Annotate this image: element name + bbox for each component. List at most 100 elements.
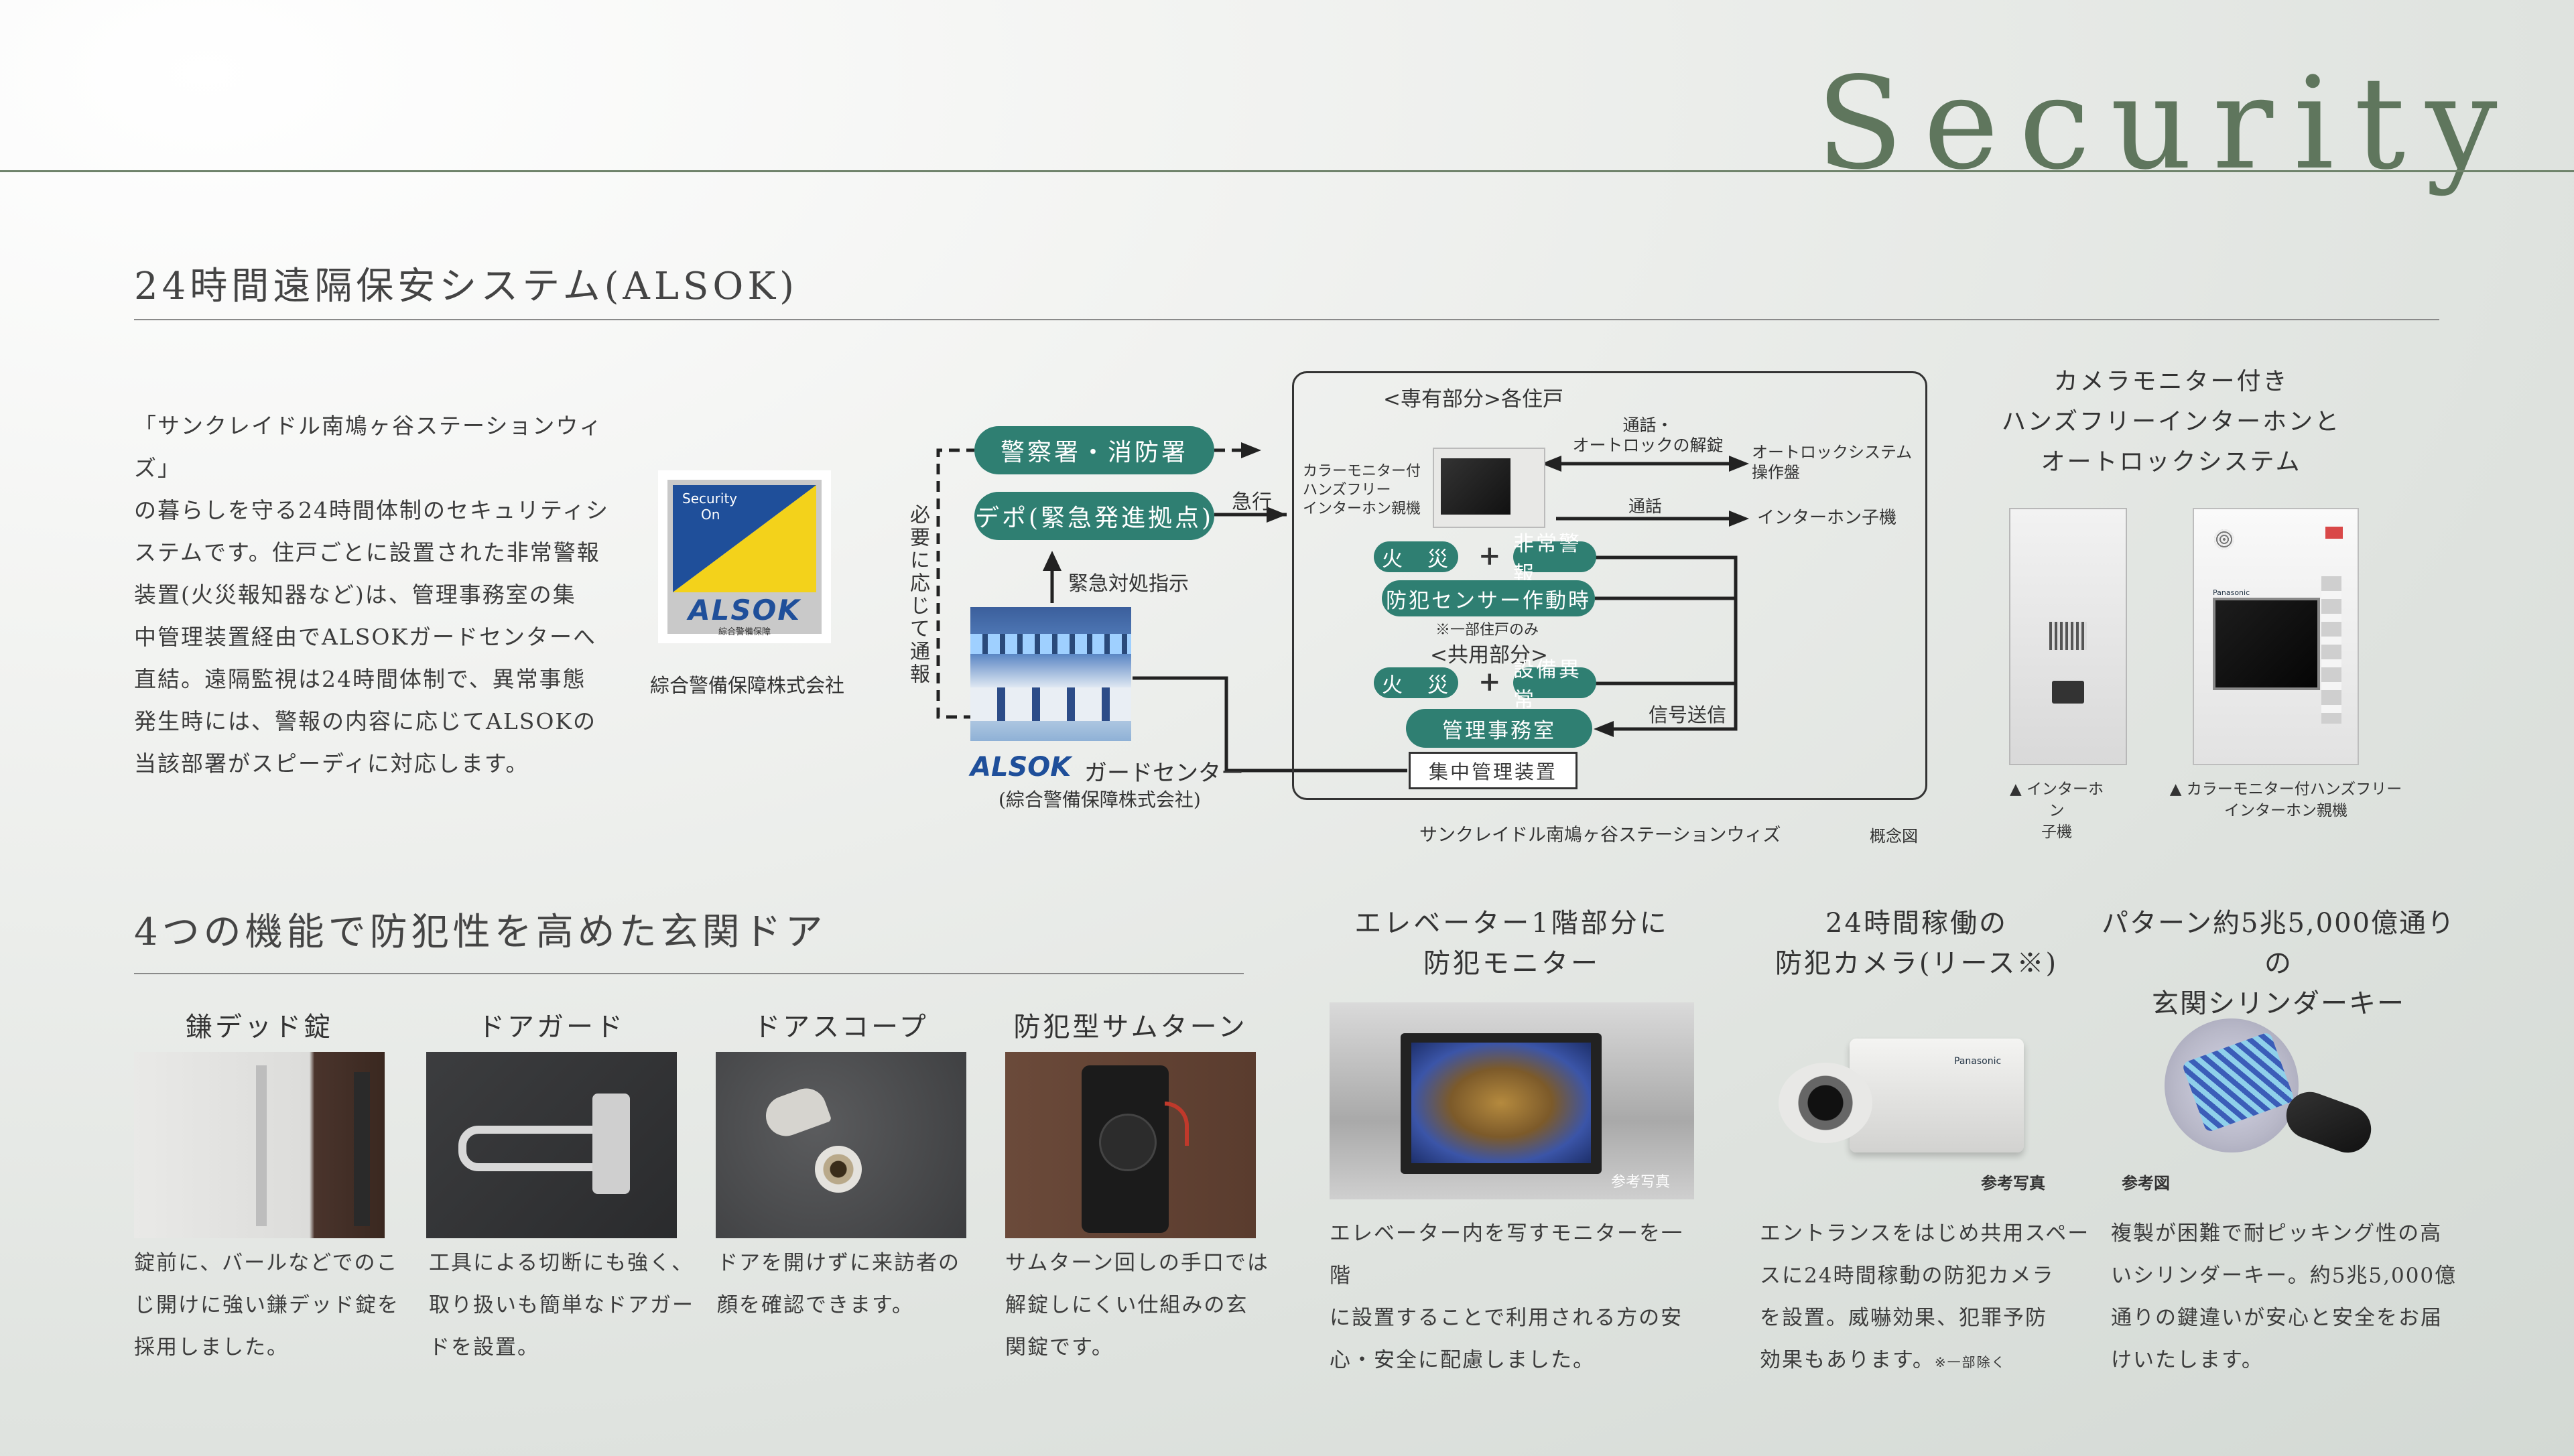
body-line: 直結。遠隔監視は24時間体制で、異常事態 — [134, 666, 586, 692]
camera-note: 参考写真 — [1981, 1173, 2045, 1193]
key-text: 複製が困難で耐ピッキング性の高 いシリンダーキー。約5兆5,000億 通りの鍵違… — [2111, 1213, 2473, 1382]
caption-line: 子機 — [2041, 823, 2072, 841]
fire-node-common: 火 災 — [1374, 667, 1458, 698]
camera-brand: Panasonic — [1954, 1056, 2002, 1067]
label-line: 操作盤 — [1752, 463, 1800, 482]
text-line: いシリンダーキー。約5兆5,000億 — [2111, 1264, 2457, 1288]
text-line: 通りの鍵違いが安心と安全をお届 — [2111, 1306, 2443, 1330]
section1-rule — [134, 319, 2439, 320]
concept-label: 概念図 — [1870, 827, 1918, 846]
monitor-device — [1433, 448, 1545, 528]
crime-sensor-node: 防犯センサー作動時 — [1382, 580, 1595, 616]
guard-center-sub: (綜合警備保障株式会社) — [999, 789, 1201, 811]
elevator-note: 参考写真 — [1611, 1174, 1671, 1191]
feature-text-thumbturn: サムターン回しの手口では 解錠しにくい仕組みの玄 関錠です。 — [1005, 1242, 1273, 1369]
feature-text-doorscope: ドアを開けずに来訪者の 顔を確認できます。 — [717, 1242, 985, 1327]
title-line: ハンズフリーインターホンと — [2001, 408, 2341, 436]
alsok-caption: 綜合警備保障株式会社 — [649, 674, 844, 697]
text-line: エレベーター内を写すモニターを一階 — [1330, 1221, 1683, 1288]
text-line: スに24時間稼動の防犯カメラ — [1760, 1264, 2055, 1288]
indicator-icon — [2325, 527, 2343, 539]
text-line: けいたします。 — [2111, 1348, 2264, 1372]
text-line: 取り扱いも簡単なドアガー — [429, 1293, 694, 1317]
title-line: オートロックシステム — [2041, 448, 2302, 476]
turn-knob — [1099, 1114, 1157, 1171]
fire-node: 火 災 — [1374, 541, 1458, 572]
guard-center-label: ガードセンター — [1084, 760, 1244, 787]
title-line: 24時間稼働の — [1825, 908, 2008, 939]
title-line: カメラモニター付き — [2053, 368, 2289, 395]
elevator-monitor-photo: 参考写真 — [1330, 1002, 1694, 1199]
camera-text: エントランスをはじめ共用スペー スに24時間稼動の防犯カメラ を設置。威嚇効果、… — [1760, 1213, 2108, 1384]
section1-title: 24時間遠隔保安システム(ALSOK) — [134, 265, 799, 308]
monitor-screen — [1441, 458, 1510, 515]
feature-text-deadbolt: 錠前に、バールなどでのこ じ開けに強い鎌デッド錠を 採用しました。 — [134, 1242, 402, 1369]
caption-line: ▲ カラーモニター付ハンズフリー — [2169, 781, 2402, 798]
feature-title-thumbturn: 防犯型サムターン — [1013, 1012, 1248, 1043]
label-line: 通話・ — [1622, 415, 1673, 435]
elevator-title: エレベーター1階部分に 防犯モニター — [1330, 903, 1694, 984]
camera-illustration: Panasonic — [1769, 1025, 2037, 1179]
text-line: 効果もあります。 — [1760, 1348, 1935, 1372]
body-line: 装置(火災報知器など)は、管理事務室の集 — [134, 582, 576, 608]
text-line: 顔を確認できます。 — [717, 1293, 914, 1317]
autolock-panel-label: オートロックシステム 操作盤 — [1752, 442, 1912, 482]
body-line: 中管理装置経由でALSOKガードセンターへ — [134, 624, 597, 650]
central-system-box: 集中管理装置 — [1409, 752, 1578, 789]
master-buttons — [2321, 576, 2341, 724]
strike-plate — [256, 1065, 267, 1226]
plus-sign: + — [1478, 666, 1501, 698]
doorscope-photo — [716, 1052, 966, 1238]
title-line: パターン約5兆5,000億通りの — [2102, 908, 2455, 979]
deadbolt-photo — [134, 1052, 385, 1238]
guard-alsok-wordmark: ALSOK — [970, 752, 1072, 783]
thumbturn-photo — [1005, 1052, 1256, 1238]
feature-title-deadbolt: 鎌デッド錠 — [186, 1012, 333, 1043]
section2-rule — [134, 973, 1244, 974]
master-brand: Panasonic — [2213, 588, 2250, 597]
emergency-node: 非常警報 — [1513, 532, 1596, 586]
caption-line: インターホン親機 — [2224, 802, 2347, 819]
monitor-wall — [970, 634, 1131, 654]
doorguard-photo — [426, 1052, 677, 1238]
text-line: ドアを開けずに来訪者の — [717, 1251, 960, 1275]
text-line: サムターン回しの手口では — [1005, 1251, 1269, 1275]
speaker-grille — [2049, 622, 2087, 650]
text-line: を設置。威嚇効果、犯罪予防 — [1760, 1306, 2047, 1330]
label-line: インターホン親機 — [1303, 501, 1421, 517]
body-line: の暮らしを守る24時間体制のセキュリティシ — [134, 497, 610, 523]
dispatch-label: 緊急対処指示 — [1068, 572, 1189, 596]
scope-cover — [760, 1083, 832, 1142]
text-line: じ開けに強い鎌デッド錠を — [134, 1293, 399, 1317]
alsok-sub: 綜合警備保障 — [718, 627, 771, 637]
text-line: に設置することで利用される方の安 — [1330, 1306, 1683, 1330]
urgent-label: 急行 — [1232, 490, 1272, 514]
camera-title: 24時間稼働の 防犯カメラ(リース※) — [1756, 903, 2077, 984]
call-label: 通話 — [1628, 497, 1663, 516]
plus-sign: + — [1478, 540, 1501, 572]
text-line: 錠前に、バールなどでのこ — [134, 1251, 399, 1275]
guard-base — [592, 1094, 630, 1194]
body-line: 「サンクレイドル南鳩ヶ谷ステーションウィズ」 — [134, 413, 603, 481]
section2-title: 4つの機能で防犯性を高めた玄関ドア — [134, 911, 827, 954]
title-line: 防犯カメラ(リース※) — [1775, 948, 2059, 979]
feature-text-doorguard: 工具による切断にも強く、 取り扱いも簡単なドアガー ドを設置。 — [429, 1242, 697, 1369]
label-line: カラーモニター付 — [1303, 463, 1421, 480]
camera-footnote: ※一部除く — [1934, 1354, 2006, 1370]
slave-caption: ▲ インターホン 子機 — [2006, 779, 2107, 843]
camera-body — [1850, 1039, 2024, 1152]
feature-title-doorguard: ドアガード — [478, 1012, 625, 1043]
rotate-arrow-icon — [1165, 1102, 1189, 1146]
title-line: 玄関シリンダーキー — [2152, 988, 2405, 1019]
text-line: 関錠です。 — [1005, 1335, 1114, 1360]
text-line: 心・安全に配慮しました。 — [1330, 1348, 1595, 1372]
master-caption: ▲ カラーモニター付ハンズフリー インターホン親機 — [2169, 779, 2403, 821]
alsok-security-on: Security On — [682, 490, 737, 523]
text-line: 複製が困難で耐ピッキング性の高 — [2111, 1221, 2443, 1246]
brand-title: Security — [1816, 50, 2518, 198]
text-line: ドを設置。 — [429, 1335, 539, 1360]
label-line: ハンズフリー — [1303, 482, 1391, 499]
equipment-node: 設備異常 — [1513, 658, 1596, 712]
body-line: 当該部署がスピーディに対応します。 — [134, 750, 529, 777]
title-line: 防犯モニター — [1423, 948, 1600, 979]
